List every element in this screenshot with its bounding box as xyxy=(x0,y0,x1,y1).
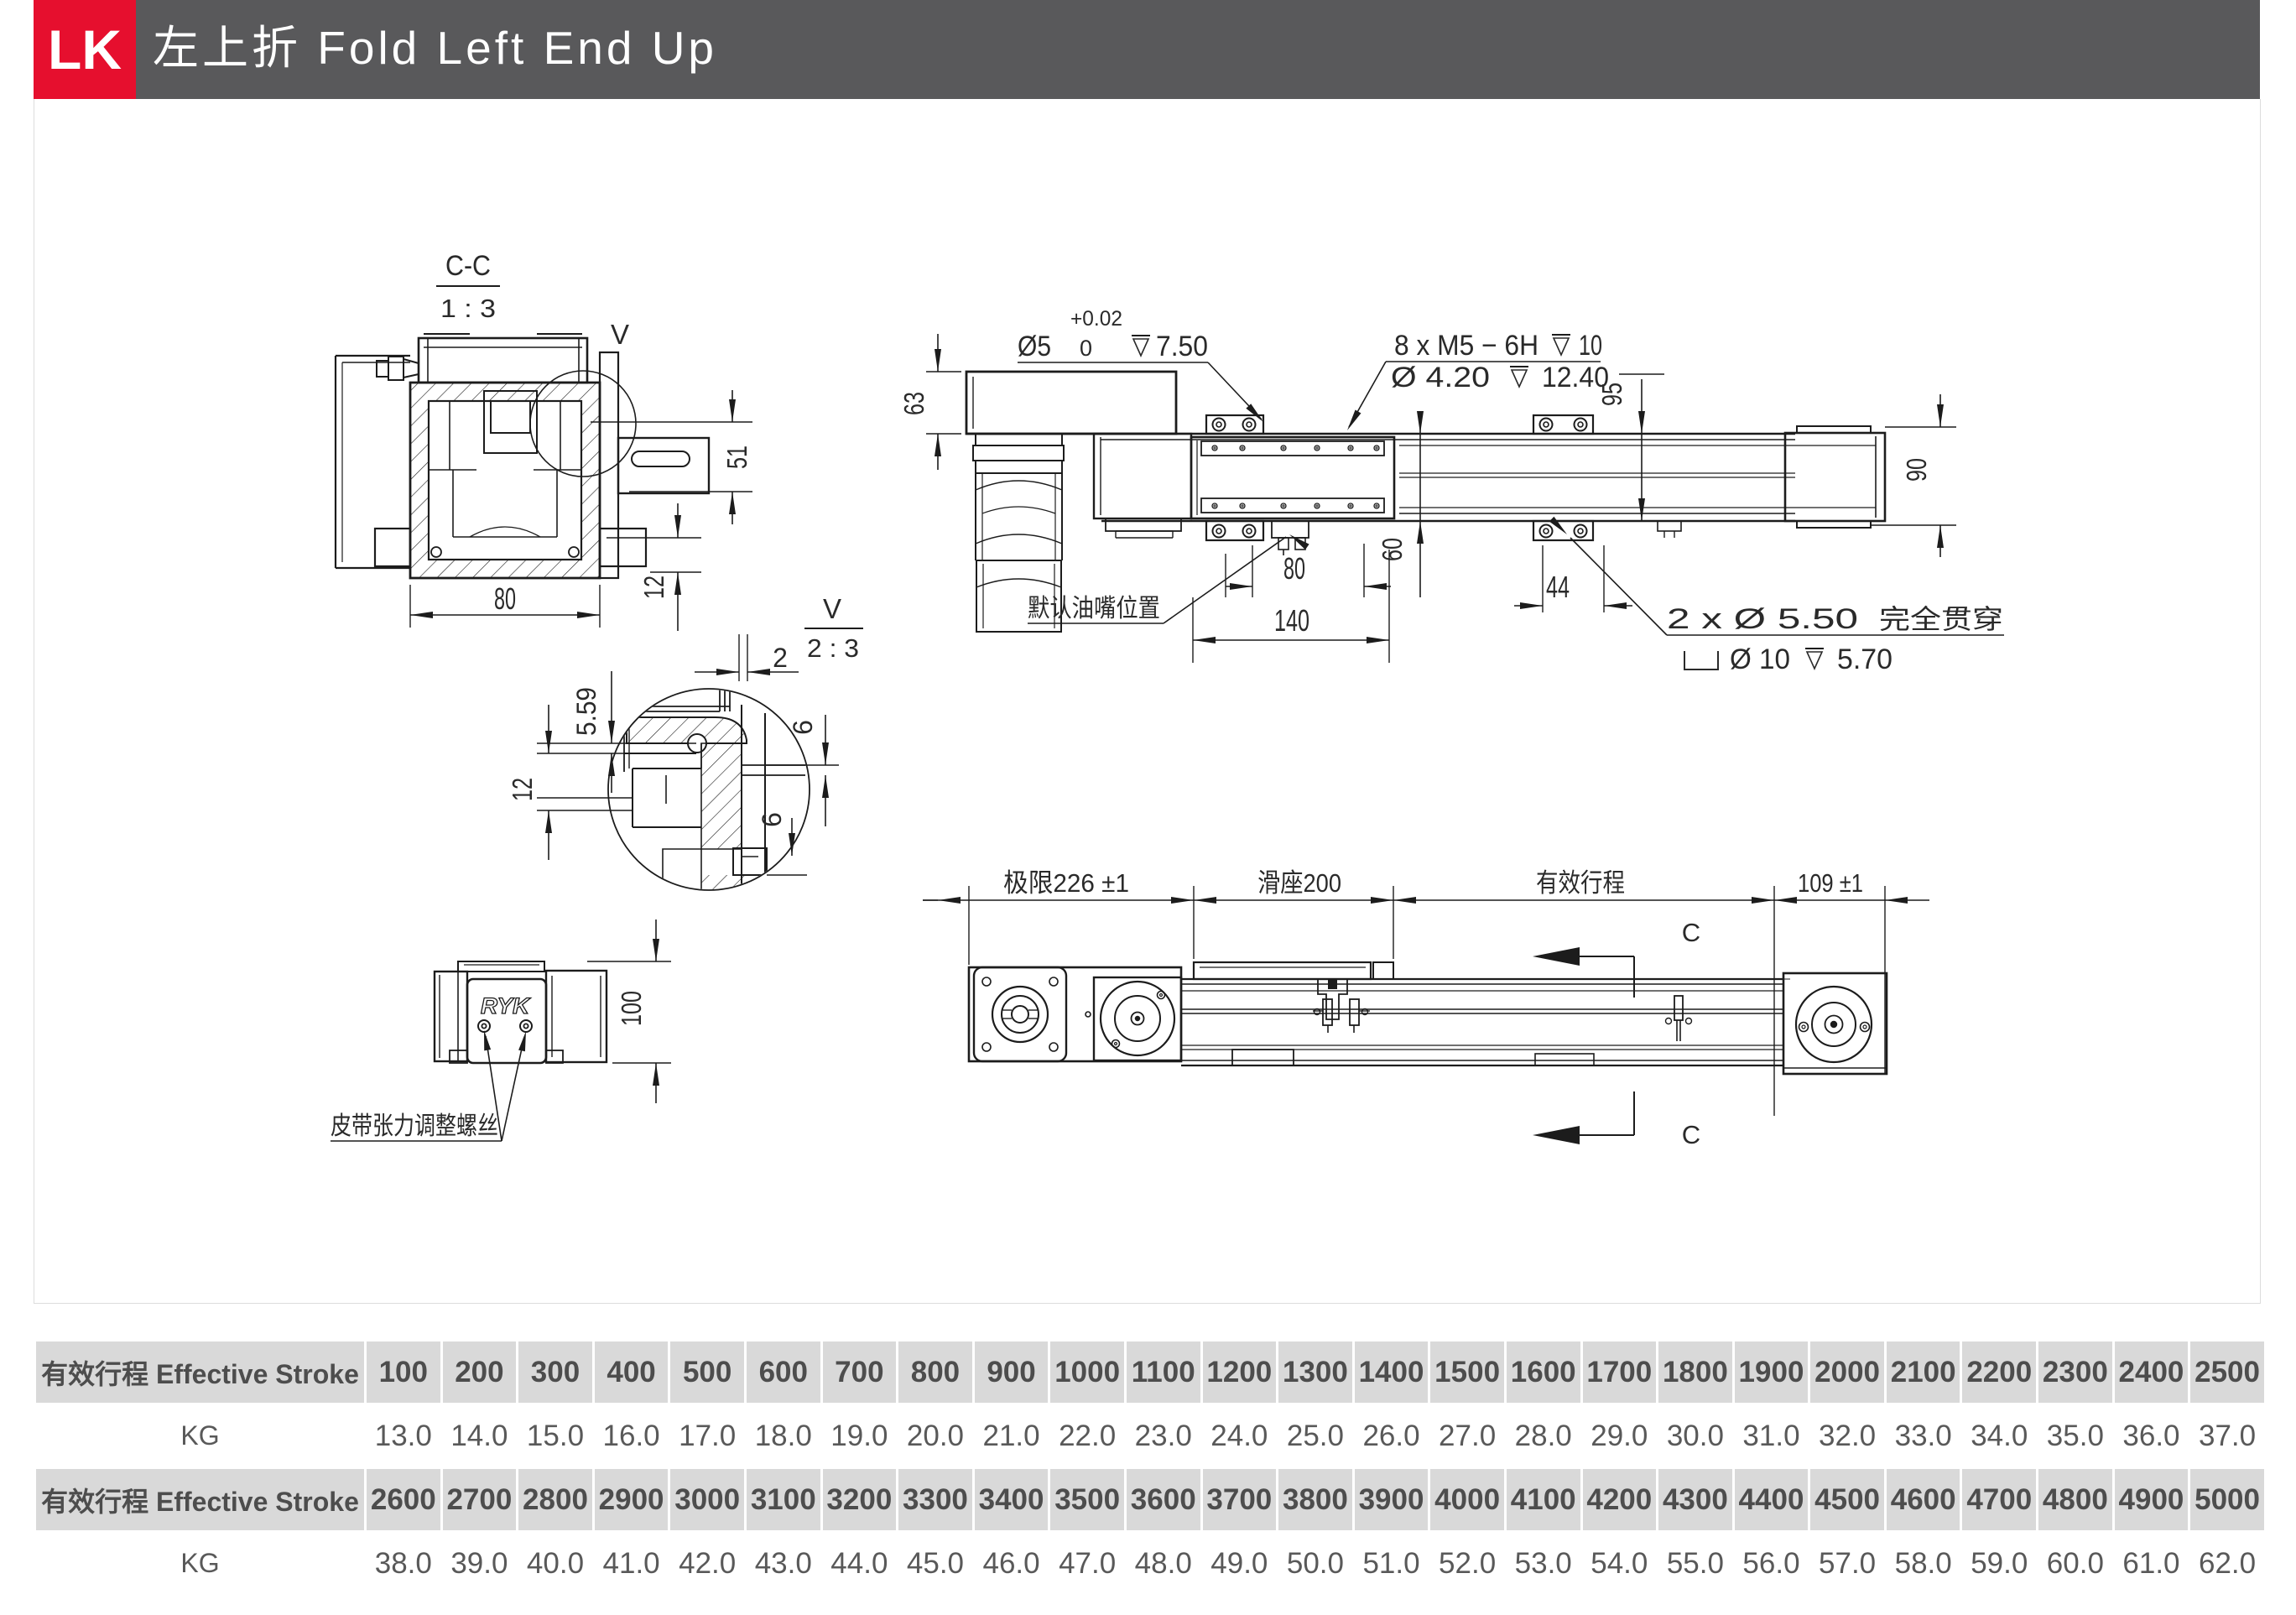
svg-text:51: 51 xyxy=(721,445,752,469)
svg-text:2 : 3: 2 : 3 xyxy=(807,633,859,663)
svg-text:+0.02: +0.02 xyxy=(1070,307,1122,331)
svg-text:Ø5: Ø5 xyxy=(1018,331,1051,362)
svg-text:默认油嘴位置: 默认油嘴位置 xyxy=(1028,595,1160,623)
svg-text:C-C: C-C xyxy=(445,250,491,282)
svg-text:V: V xyxy=(611,319,629,350)
svg-text:90: 90 xyxy=(1901,458,1932,482)
svg-text:6: 6 xyxy=(757,812,787,827)
svg-text:60: 60 xyxy=(1377,538,1408,561)
svg-text:5.59: 5.59 xyxy=(571,687,601,736)
svg-text:12.40: 12.40 xyxy=(1542,362,1609,393)
svg-text:滑座200: 滑座200 xyxy=(1257,868,1341,898)
svg-text:C: C xyxy=(1682,918,1700,947)
svg-text:95: 95 xyxy=(1596,383,1627,406)
svg-text:V: V xyxy=(823,593,841,624)
svg-text:完全贯穿: 完全贯穿 xyxy=(1879,604,2003,634)
svg-text:极限226 ±1: 极限226 ±1 xyxy=(1003,868,1129,898)
svg-text:2: 2 xyxy=(773,643,788,673)
svg-text:0: 0 xyxy=(1080,336,1092,361)
svg-text:Ø 4.20: Ø 4.20 xyxy=(1391,362,1490,393)
svg-text:44: 44 xyxy=(1546,570,1570,604)
svg-text:12: 12 xyxy=(507,778,538,801)
svg-text:109 ±1: 109 ±1 xyxy=(1798,868,1863,898)
svg-text:2 x Ø 5.50: 2 x Ø 5.50 xyxy=(1667,603,1858,635)
svg-text:80: 80 xyxy=(494,581,516,616)
svg-text:7.50: 7.50 xyxy=(1156,331,1208,362)
svg-text:100: 100 xyxy=(616,991,647,1026)
svg-text:10: 10 xyxy=(1579,330,1602,362)
svg-text:皮带张力调整螺丝: 皮带张力调整螺丝 xyxy=(331,1112,498,1140)
svg-text:80: 80 xyxy=(1283,551,1305,586)
svg-text:5.70: 5.70 xyxy=(1837,643,1893,675)
svg-text:C: C xyxy=(1682,1120,1700,1149)
svg-text:63: 63 xyxy=(898,392,929,415)
svg-text:12: 12 xyxy=(638,576,669,599)
svg-text:有效行程: 有效行程 xyxy=(1536,868,1625,898)
svg-text:1 : 3: 1 : 3 xyxy=(440,294,496,323)
svg-text:6: 6 xyxy=(788,720,818,735)
svg-text:RYK: RYK xyxy=(481,993,532,1018)
svg-text:Ø 10: Ø 10 xyxy=(1730,643,1790,675)
svg-text:8 x M5 − 6H: 8 x M5 − 6H xyxy=(1394,330,1538,362)
svg-text:140: 140 xyxy=(1274,603,1309,638)
